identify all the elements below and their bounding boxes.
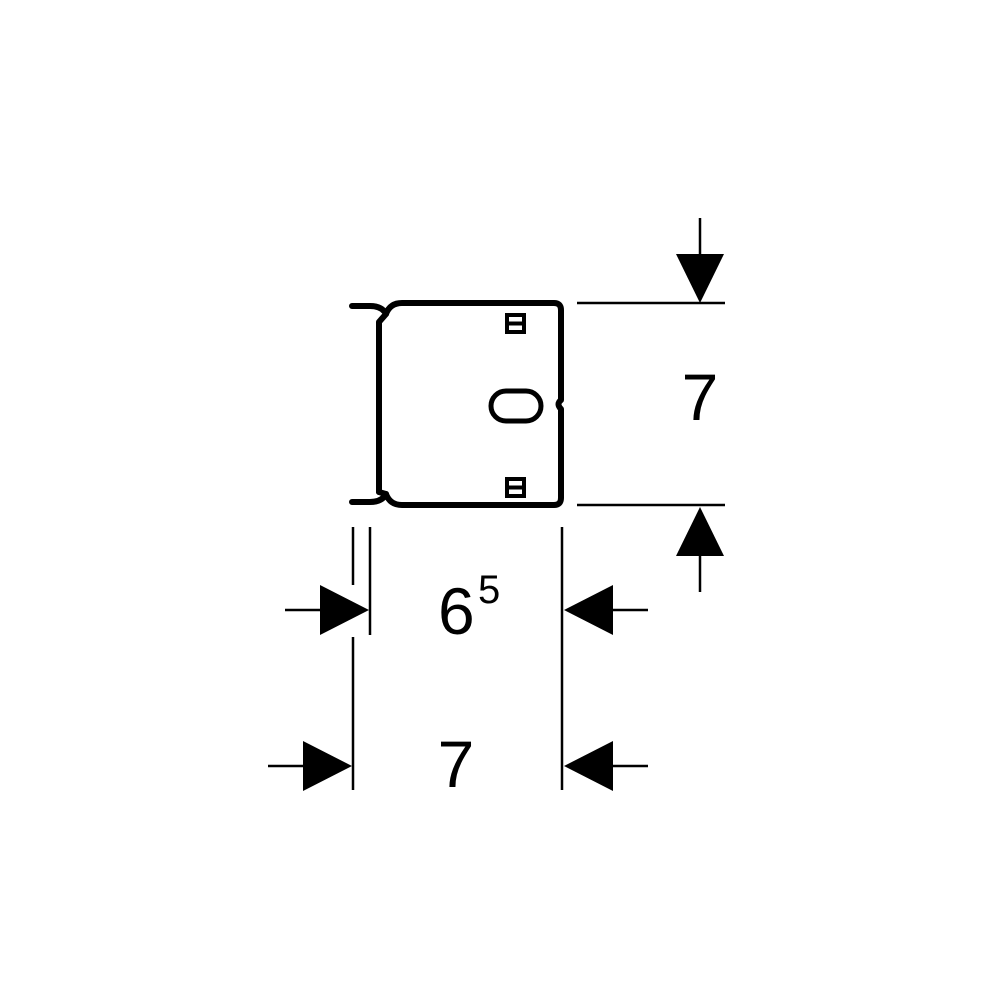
inner-width-arrow-left (320, 585, 369, 635)
inner-width-arrow-right (564, 585, 613, 635)
top-hook (349, 303, 389, 495)
bottom-hook (349, 489, 389, 505)
outer-width-arrow-left (303, 741, 352, 791)
outer-width-label: 7 (438, 727, 475, 801)
oval-slot-shape (488, 388, 544, 424)
inner-width-dimension (285, 527, 648, 790)
slot-mark-top (505, 313, 526, 334)
inner-width-label-sup: 5 (478, 568, 500, 612)
oval-slot (488, 388, 544, 424)
inner-width-label-base: 6 (438, 574, 475, 648)
profile-outline (349, 300, 564, 508)
top-edge (383, 300, 564, 508)
outer-width-dimension (268, 637, 648, 791)
height-dimension (577, 218, 725, 592)
outer-width-arrow-right (564, 741, 613, 791)
slot-mark-bottom (505, 477, 526, 498)
height-label: 7 (682, 360, 719, 434)
inner-width-label: 6 (438, 574, 475, 648)
height-arrow-top (676, 254, 724, 303)
height-arrow-bottom (676, 507, 724, 556)
